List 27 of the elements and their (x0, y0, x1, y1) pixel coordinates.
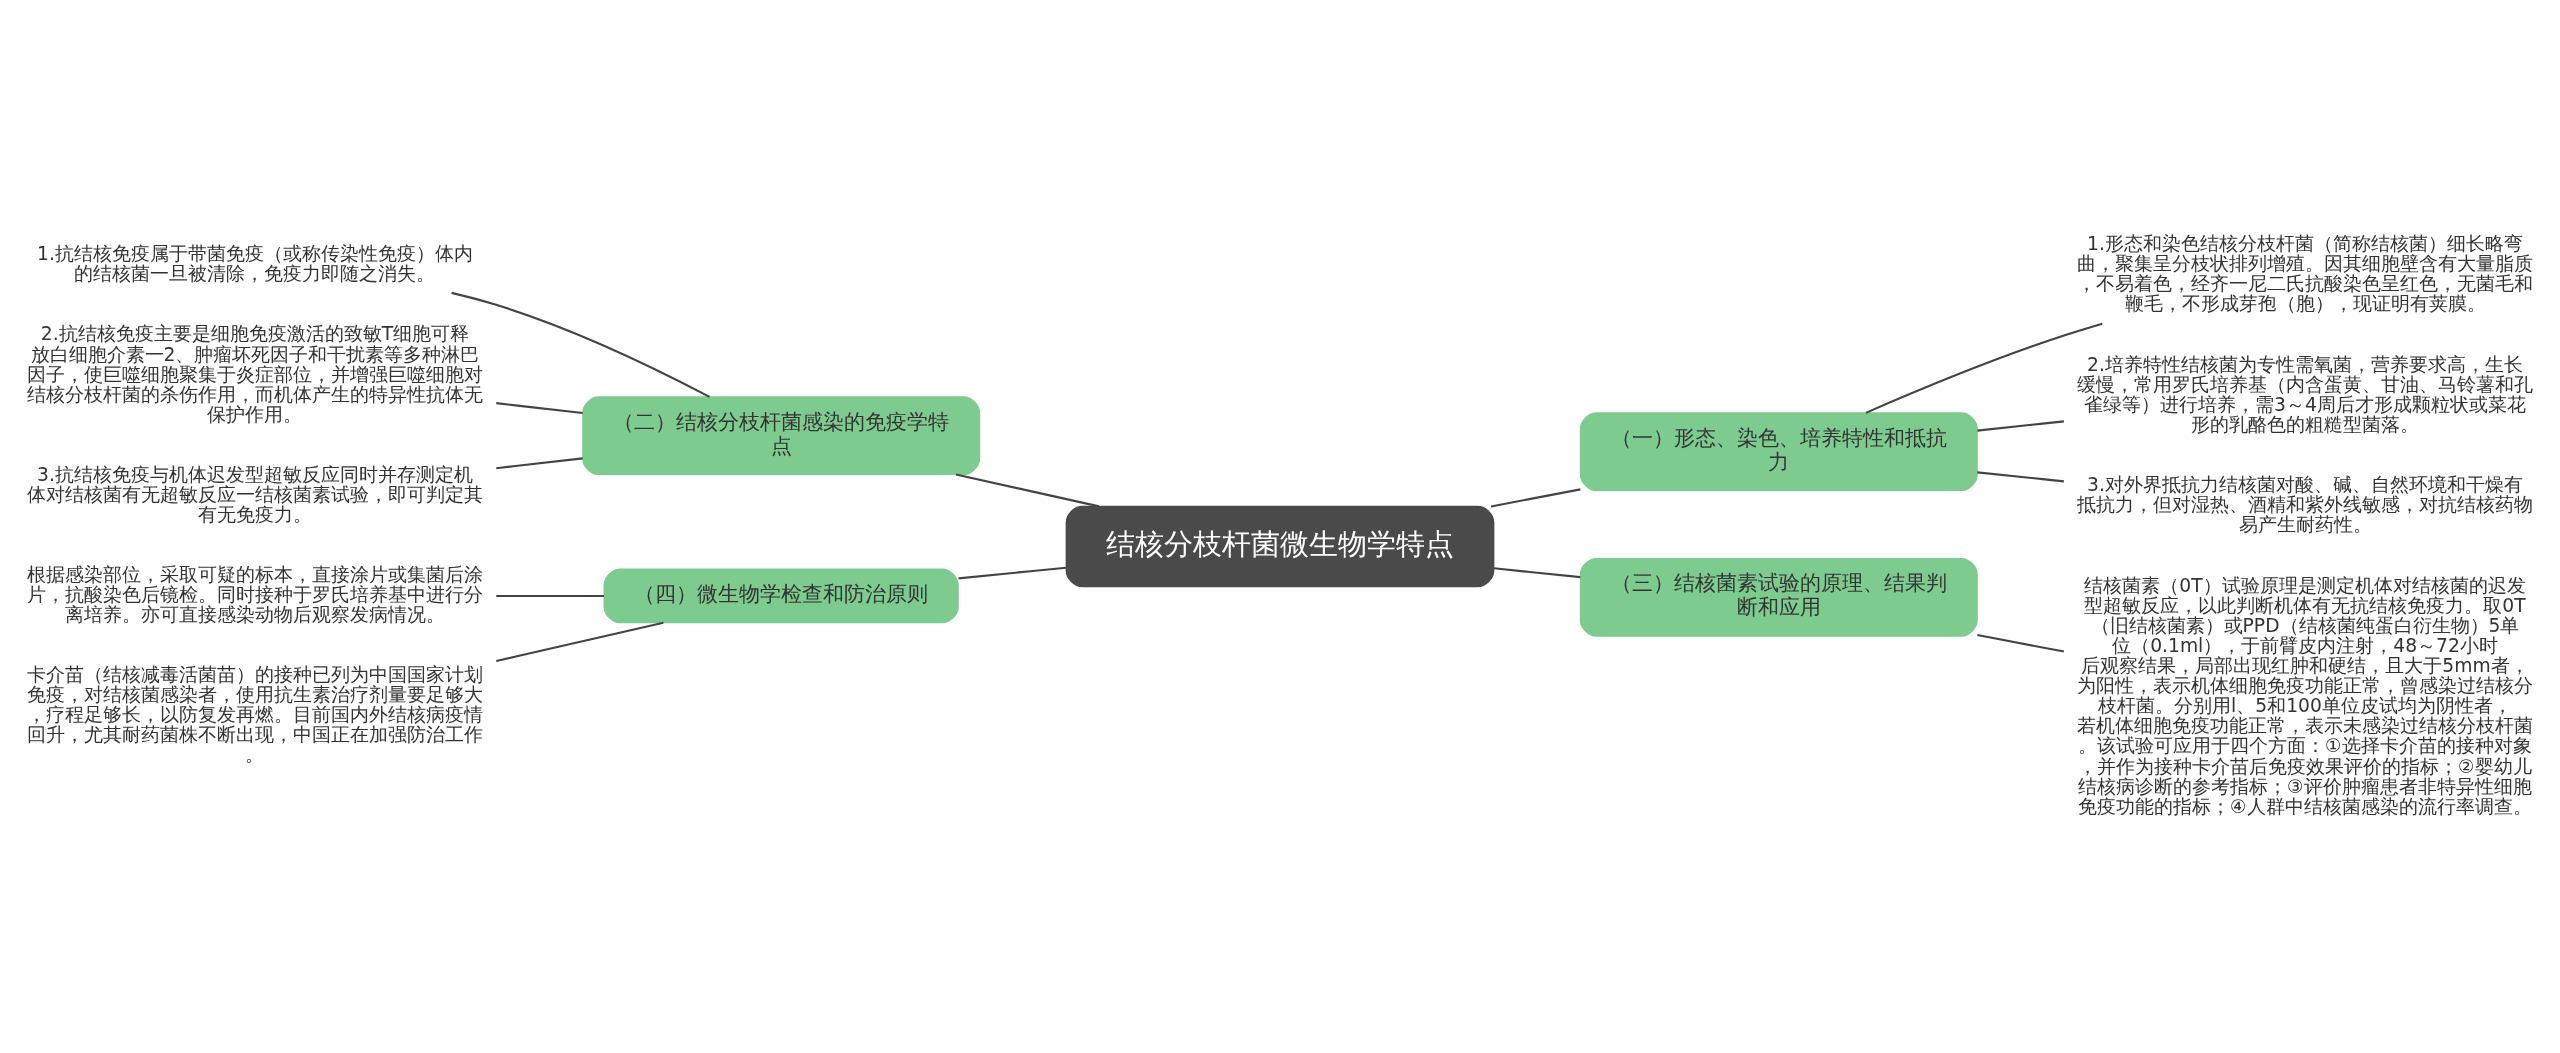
node-text: 卡介苗（结核减毒活菌苗）的接种已列为中国国家计划免疫，对结核菌感染者，使用抗生素治疗剂量要足够大，疗程足够长，以防复发再燃。目前国内外结核病疫情回升，尤其耐药菌株不断出现，中国正在加强防治工作。 (26, 664, 483, 766)
node-text: 2.培养特性结核菌为专性需氧菌，营养要求高，生长缓慢，常用罗氏培养基（内含蛋黄、甘油、马铃薯和孔雀绿等）进行培养，需3～4周后才形成颗粒状或菜花形的乳酪色的粗糙型菌落。 (2077, 353, 2534, 435)
node-box: （三）结核菌素试验的原理、结果判断和应用 (1579, 557, 1978, 637)
node-box: （一）形态、染色、培养特性和抵抗力 (1579, 412, 1978, 492)
node-text: 3.对外界抵抗力结核菌对酸、碱、自然环境和干燥有抵抗力，但对湿热、酒精和紫外线敏感，对抗结核药物易产生耐药性。 (2077, 474, 2534, 536)
connector (496, 402, 583, 415)
connector (1977, 420, 2064, 432)
connector (1977, 633, 2065, 653)
connector (958, 566, 1067, 580)
node-box: （四）微生物学检查和防治原则 (603, 568, 959, 624)
node-box: （二）结核分枝杆菌感染的免疫学特点 (582, 396, 981, 476)
connector (496, 457, 583, 470)
connector (1490, 488, 1581, 508)
node-text: 1.抗结核免疫属于带菌免疫（或称传染性免疫）体内的结核菌一旦被清除，免疫力即随之消失。 (37, 242, 473, 284)
connector (496, 621, 664, 663)
node-text: 根据感染部位，采取可疑的标本，直接涂片或集菌后涂片，抗酸染色后镜检。同时接种于罗氏培养基中进行分离培养。亦可直接感染动物后观察发病情况。 (26, 563, 483, 625)
node-text: 3.抗结核免疫与机体迟发型超敏反应同时并存测定机体对结核菌有无超敏反应一结核菌素试验，即可判定其有无免疫力。 (26, 463, 483, 525)
connector (451, 291, 711, 398)
connector (1977, 471, 2064, 483)
connector (496, 594, 605, 598)
node-text: 1.形态和染色结核分枝杆菌（简称结核菌）细长略弯曲，聚集呈分枝状排列增殖。因其细胞壁含有大量脂质，不易着色，经齐一尼二氏抗酸染色呈红色，无菌毛和鞭毛，不形成芽孢（胞），现证明有荚膜。 (2077, 233, 2534, 315)
connector (955, 473, 1100, 508)
node-text: 结核菌素（0T）试验原理是测定机体对结核菌的迟发型超敏反应，以此判断机体有无抗结核免疫力。取0T（旧结核菌素）或PPD（结核菌纯蛋白衍生物）5单位（0.1ml），于前臂皮内注射，48～72小时后观察结果，局部出现红肿和硬结，且大于5mm者，为阳性，表示机体细胞免疫功能正常，曾感染过结核分枝杆菌。分别用l、5和100单位皮试均为阴性者，若机体细胞免疫功能正常，表示未感染过结核分枝杆菌。该试验可应用于四个方面：①选择卡介苗的接种对象，并作为接种卡介苗后免疫效果评价的指标；②婴幼儿结核病诊断的参考指标；③评价肿瘤患者非特异性细胞免疫功能的指标；④人群中结核菌感染的流行率调查。 (2077, 575, 2534, 817)
node-box: 结核分枝杆菌微生物学特点 (1065, 505, 1495, 588)
connector (1493, 567, 1581, 579)
node-text: 2.抗结核免疫主要是细胞免疫激活的致敏T细胞可释放白细胞介素一2、肿瘤坏死因子和干扰素等多种淋巴因子，使巨噬细胞聚集于炎症部位，并增强巨噬细胞对结核分枝杆菌的杀伤作用，而机体产生的特异性抗体无保护作用。 (26, 323, 483, 425)
connector (1865, 322, 2103, 414)
